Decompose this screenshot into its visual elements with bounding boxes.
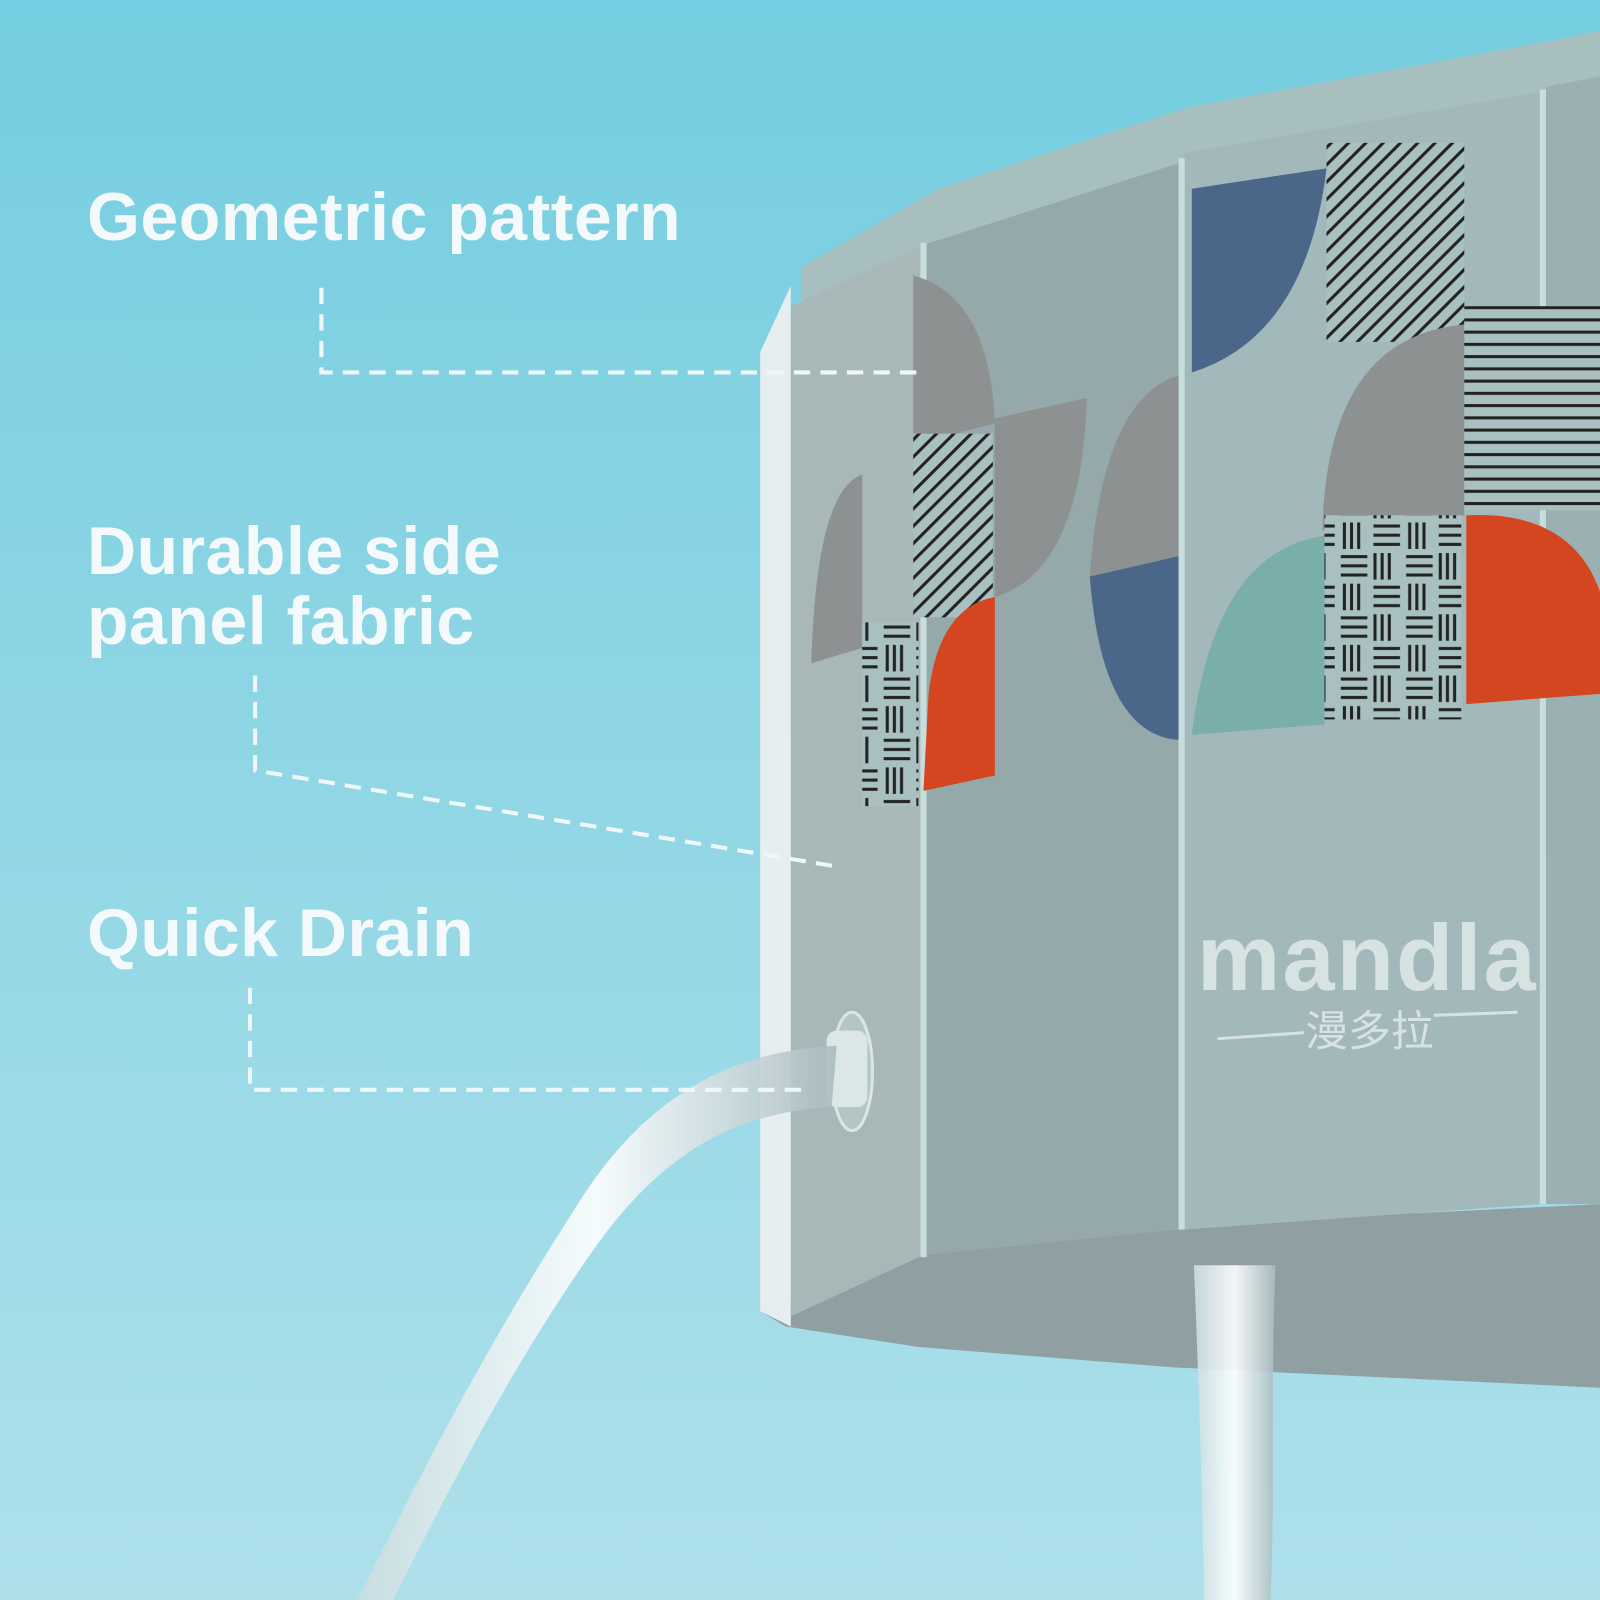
logo-text: mandla: [1197, 905, 1538, 1010]
geometric-pattern: [811, 142, 1600, 807]
label-quick-drain-text: Quick Drain: [87, 895, 475, 971]
label-fabric-line2: panel fabric: [87, 583, 475, 659]
label-quick-drain: Quick Drain: [87, 898, 474, 968]
label-geometric-pattern: Geometric pattern: [87, 182, 681, 252]
brand-logo: mandla 漫多拉: [1197, 905, 1538, 1057]
callout-line-pattern: [319, 287, 919, 375]
label-geometric-pattern-text: Geometric pattern: [87, 179, 682, 255]
label-fabric-line1: Durable side: [87, 513, 502, 589]
tub: mandla 漫多拉: [760, 30, 1600, 1388]
logo-chinese-name: 漫多拉: [1305, 1007, 1434, 1057]
water-stream-side: [357, 1045, 837, 1600]
panel-left-edge: [760, 285, 791, 1327]
drain-valve: [826, 1010, 874, 1133]
callout-line-drain: [247, 987, 807, 1092]
water-streams: [357, 1045, 1276, 1600]
label-side-panel-fabric: Durable side panel fabric: [87, 516, 501, 656]
callout-lines: [247, 287, 919, 1092]
water-stream-bottom: [1193, 1265, 1276, 1600]
callout-line-fabric: [253, 675, 843, 870]
